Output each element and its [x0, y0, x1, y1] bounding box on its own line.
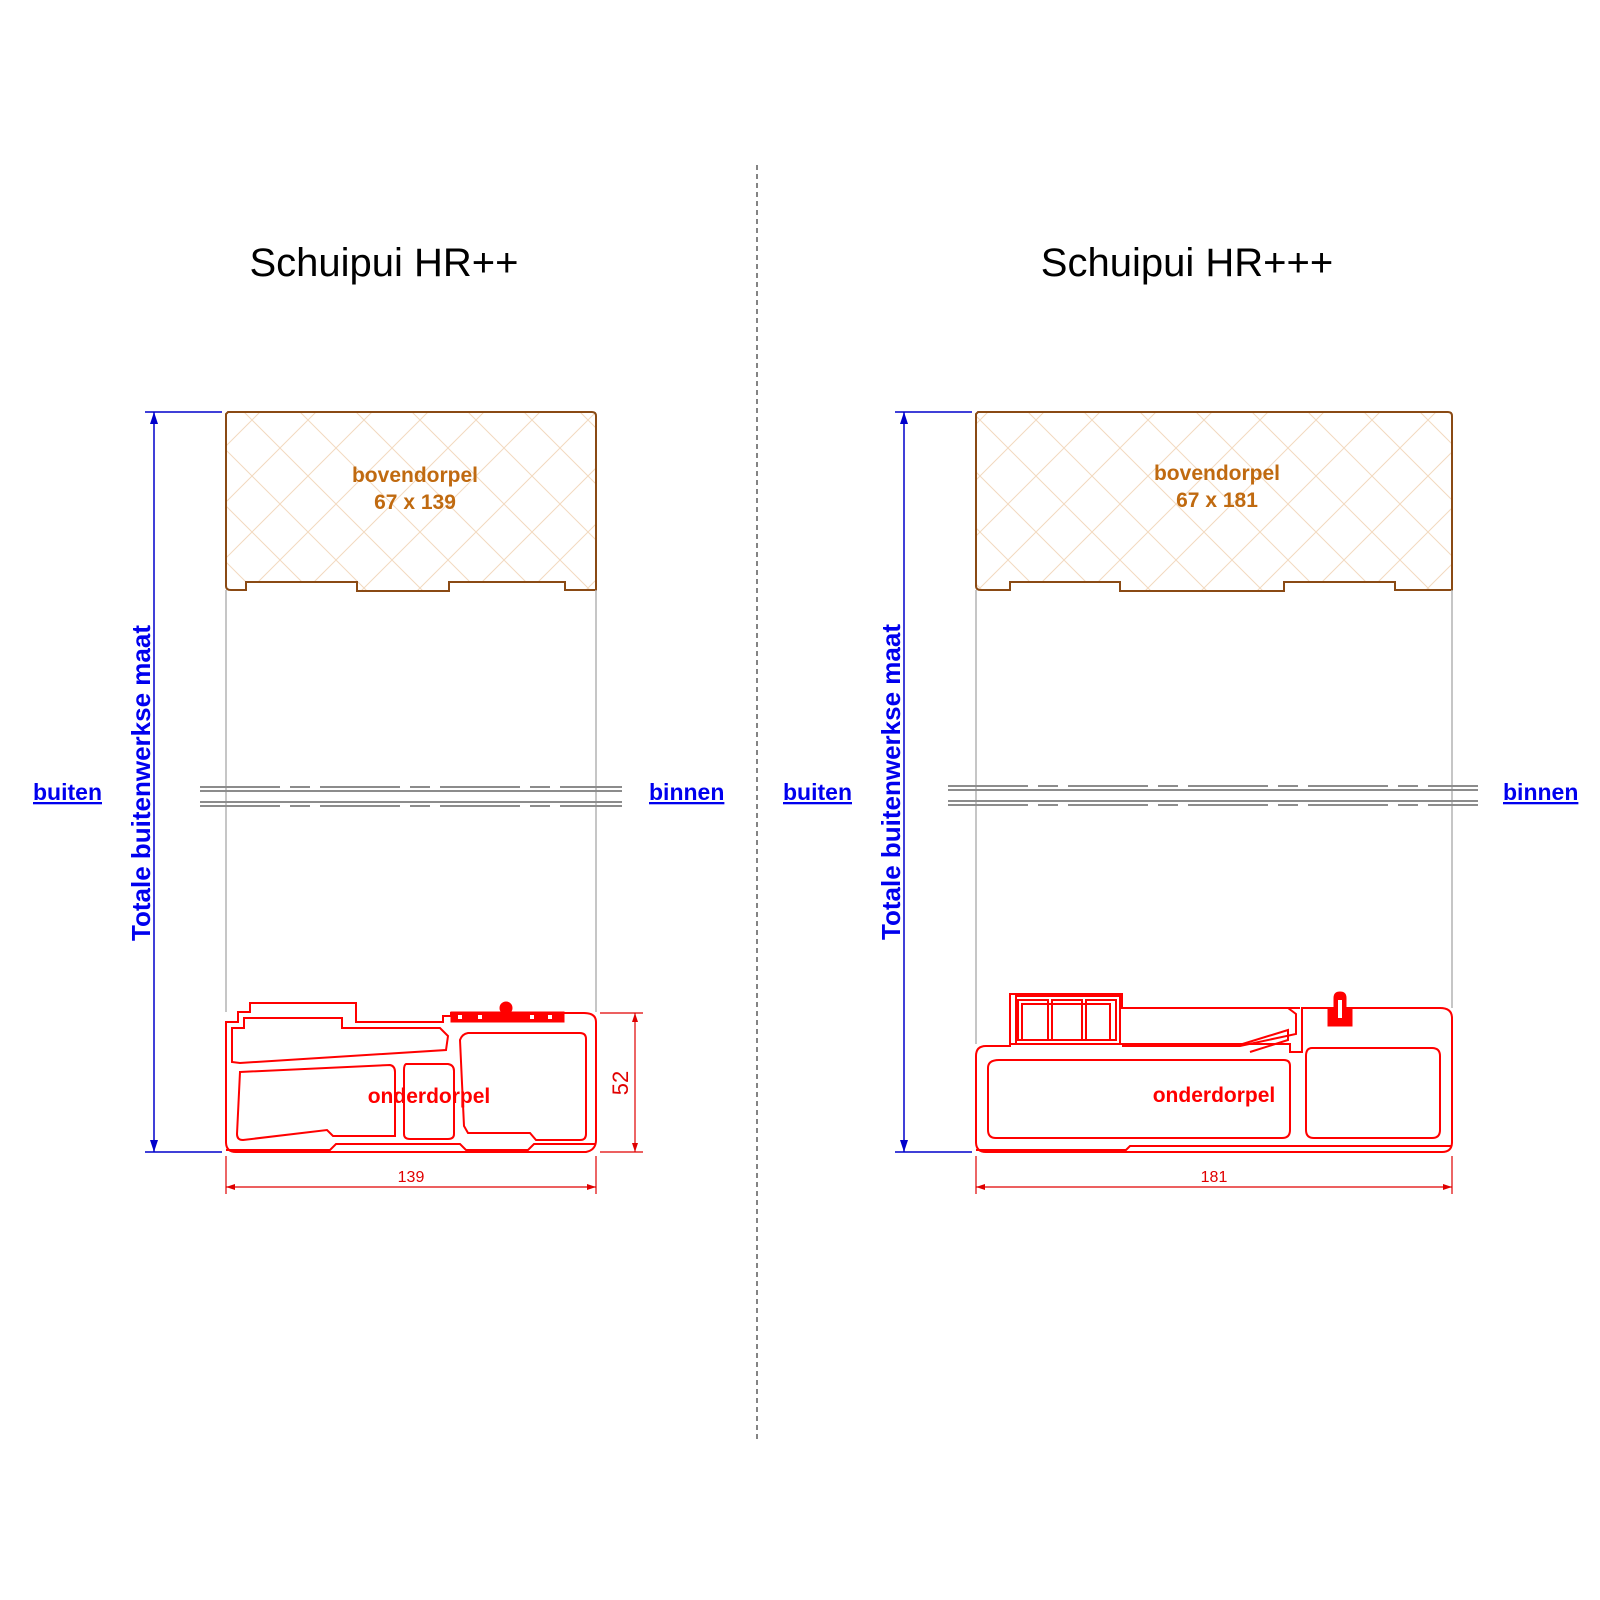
panel-hr-plus-plus-plus: Schuipui HR+++ bovendorpel 67 x 181 buit… [783, 241, 1578, 1194]
total-height-dimension [145, 411, 222, 1153]
panel-title: Schuipui HR++ [249, 241, 518, 285]
sill-width-dimension [225, 1156, 597, 1194]
outside-link[interactable]: buiten [33, 779, 102, 805]
sill-height-dimension [600, 1012, 643, 1153]
sill-drainage-strip [450, 1001, 565, 1023]
bottom-sill-label: onderdorpel [1153, 1084, 1276, 1107]
total-height-dimension [895, 411, 972, 1153]
top-sill-profile [975, 411, 1453, 592]
top-sill-label: bovendorpel [1154, 462, 1280, 485]
sill-drainage-clip [1327, 991, 1353, 1027]
top-sill-label: bovendorpel [352, 464, 478, 487]
sill-width-value: 139 [398, 1169, 425, 1186]
top-sill-size: 67 x 139 [374, 491, 456, 514]
sill-width-dimension [975, 1156, 1453, 1194]
bottom-sill-profile [975, 993, 1453, 1153]
sill-width-value: 181 [1201, 1169, 1228, 1186]
sill-height-value: 52 [608, 1071, 633, 1095]
outside-link[interactable]: buiten [783, 779, 852, 805]
bottom-sill-profile [225, 1002, 597, 1153]
top-sill-size: 67 x 181 [1176, 489, 1258, 512]
inside-link[interactable]: binnen [649, 779, 724, 805]
inside-link[interactable]: binnen [1503, 779, 1578, 805]
panel-hr-plus-plus: Schuipui HR++ bovendorpel 67 x 139 buite… [33, 241, 724, 1194]
panel-title: Schuipui HR+++ [1041, 241, 1333, 285]
break-lines [948, 785, 1478, 806]
bottom-sill-label: onderdorpel [368, 1085, 491, 1108]
break-lines [200, 786, 622, 807]
total-height-label: Totale buitenwerkse maat [876, 624, 906, 940]
top-sill-profile [225, 411, 597, 592]
total-height-label: Totale buitenwerkse maat [126, 625, 156, 941]
